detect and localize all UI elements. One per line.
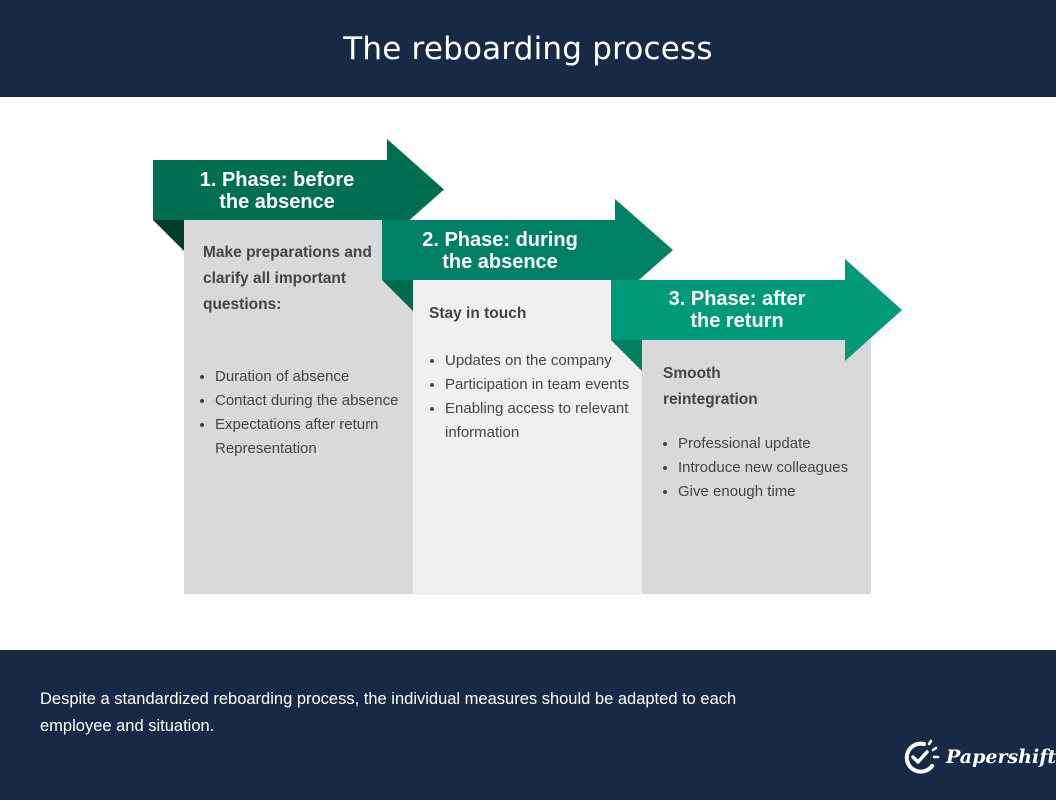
phase-arrows (153, 139, 902, 371)
header-banner: The reboarding process (0, 0, 1056, 97)
phase-2-arrow (382, 199, 673, 301)
list-item: Updates on the company (445, 349, 655, 373)
phase-2-subtitle: Stay in touch (429, 305, 527, 322)
clock-check-icon (904, 739, 940, 774)
phase-3-fold (611, 340, 642, 371)
list-item: Give enough time (678, 480, 868, 504)
footer-banner: Despite a standardized reboarding proces… (0, 650, 1056, 800)
phase-3-title: 3. Phase: after the return (637, 288, 837, 332)
list-item: Enabling access to relevant information (445, 397, 655, 445)
phase-1-box: Make preparations and clarify all import… (184, 220, 413, 594)
phase-1-list: Duration of absence Contact during the a… (184, 365, 425, 461)
phase-2-fold (382, 280, 413, 311)
phase-1-title: 1. Phase: before the absence (177, 169, 377, 213)
phase-2-box: Stay in touch Updates on the company Par… (413, 280, 642, 595)
phase-2-title-line2: the absence (442, 251, 558, 273)
phase-2-title: 2. Phase: during the absence (400, 229, 600, 273)
list-item: Duration of absence (215, 365, 425, 389)
phase-3-title-line1: 3. Phase: after (668, 288, 806, 310)
phase-3-title-line2: the return (690, 310, 784, 332)
page-title: The reboarding process (343, 30, 713, 67)
phase-1-fold (153, 220, 184, 251)
phase-3-arrow (611, 259, 902, 361)
phase-1-arrow (153, 139, 444, 240)
phase-3-subtitle: Smooth reintegration (663, 365, 758, 408)
phase-2-title-line1: 2. Phase: during (422, 229, 578, 251)
list-item: Participation in team events (445, 373, 655, 397)
phase-3-box: Smooth reintegration Professional update… (642, 340, 871, 594)
phase-1-title-line1: 1. Phase: before (199, 169, 355, 191)
logo-text: Papershift (946, 746, 1056, 768)
list-item: Introduce new colleagues (678, 456, 868, 480)
phase-3-list: Professional update Introduce new collea… (647, 432, 868, 504)
list-item: Contact during the absence (215, 389, 425, 413)
phase-1-title-line2: the absence (219, 191, 335, 213)
papershift-logo: Papershift (902, 738, 1056, 776)
list-item: Expectations after return Representation (215, 413, 425, 461)
footer-note: Despite a standardized reboarding proces… (40, 690, 737, 735)
list-item: Professional update (678, 432, 868, 456)
phase-2-list: Updates on the company Participation in … (414, 349, 655, 445)
phase-1-subtitle: Make preparations and clarify all import… (203, 244, 372, 313)
